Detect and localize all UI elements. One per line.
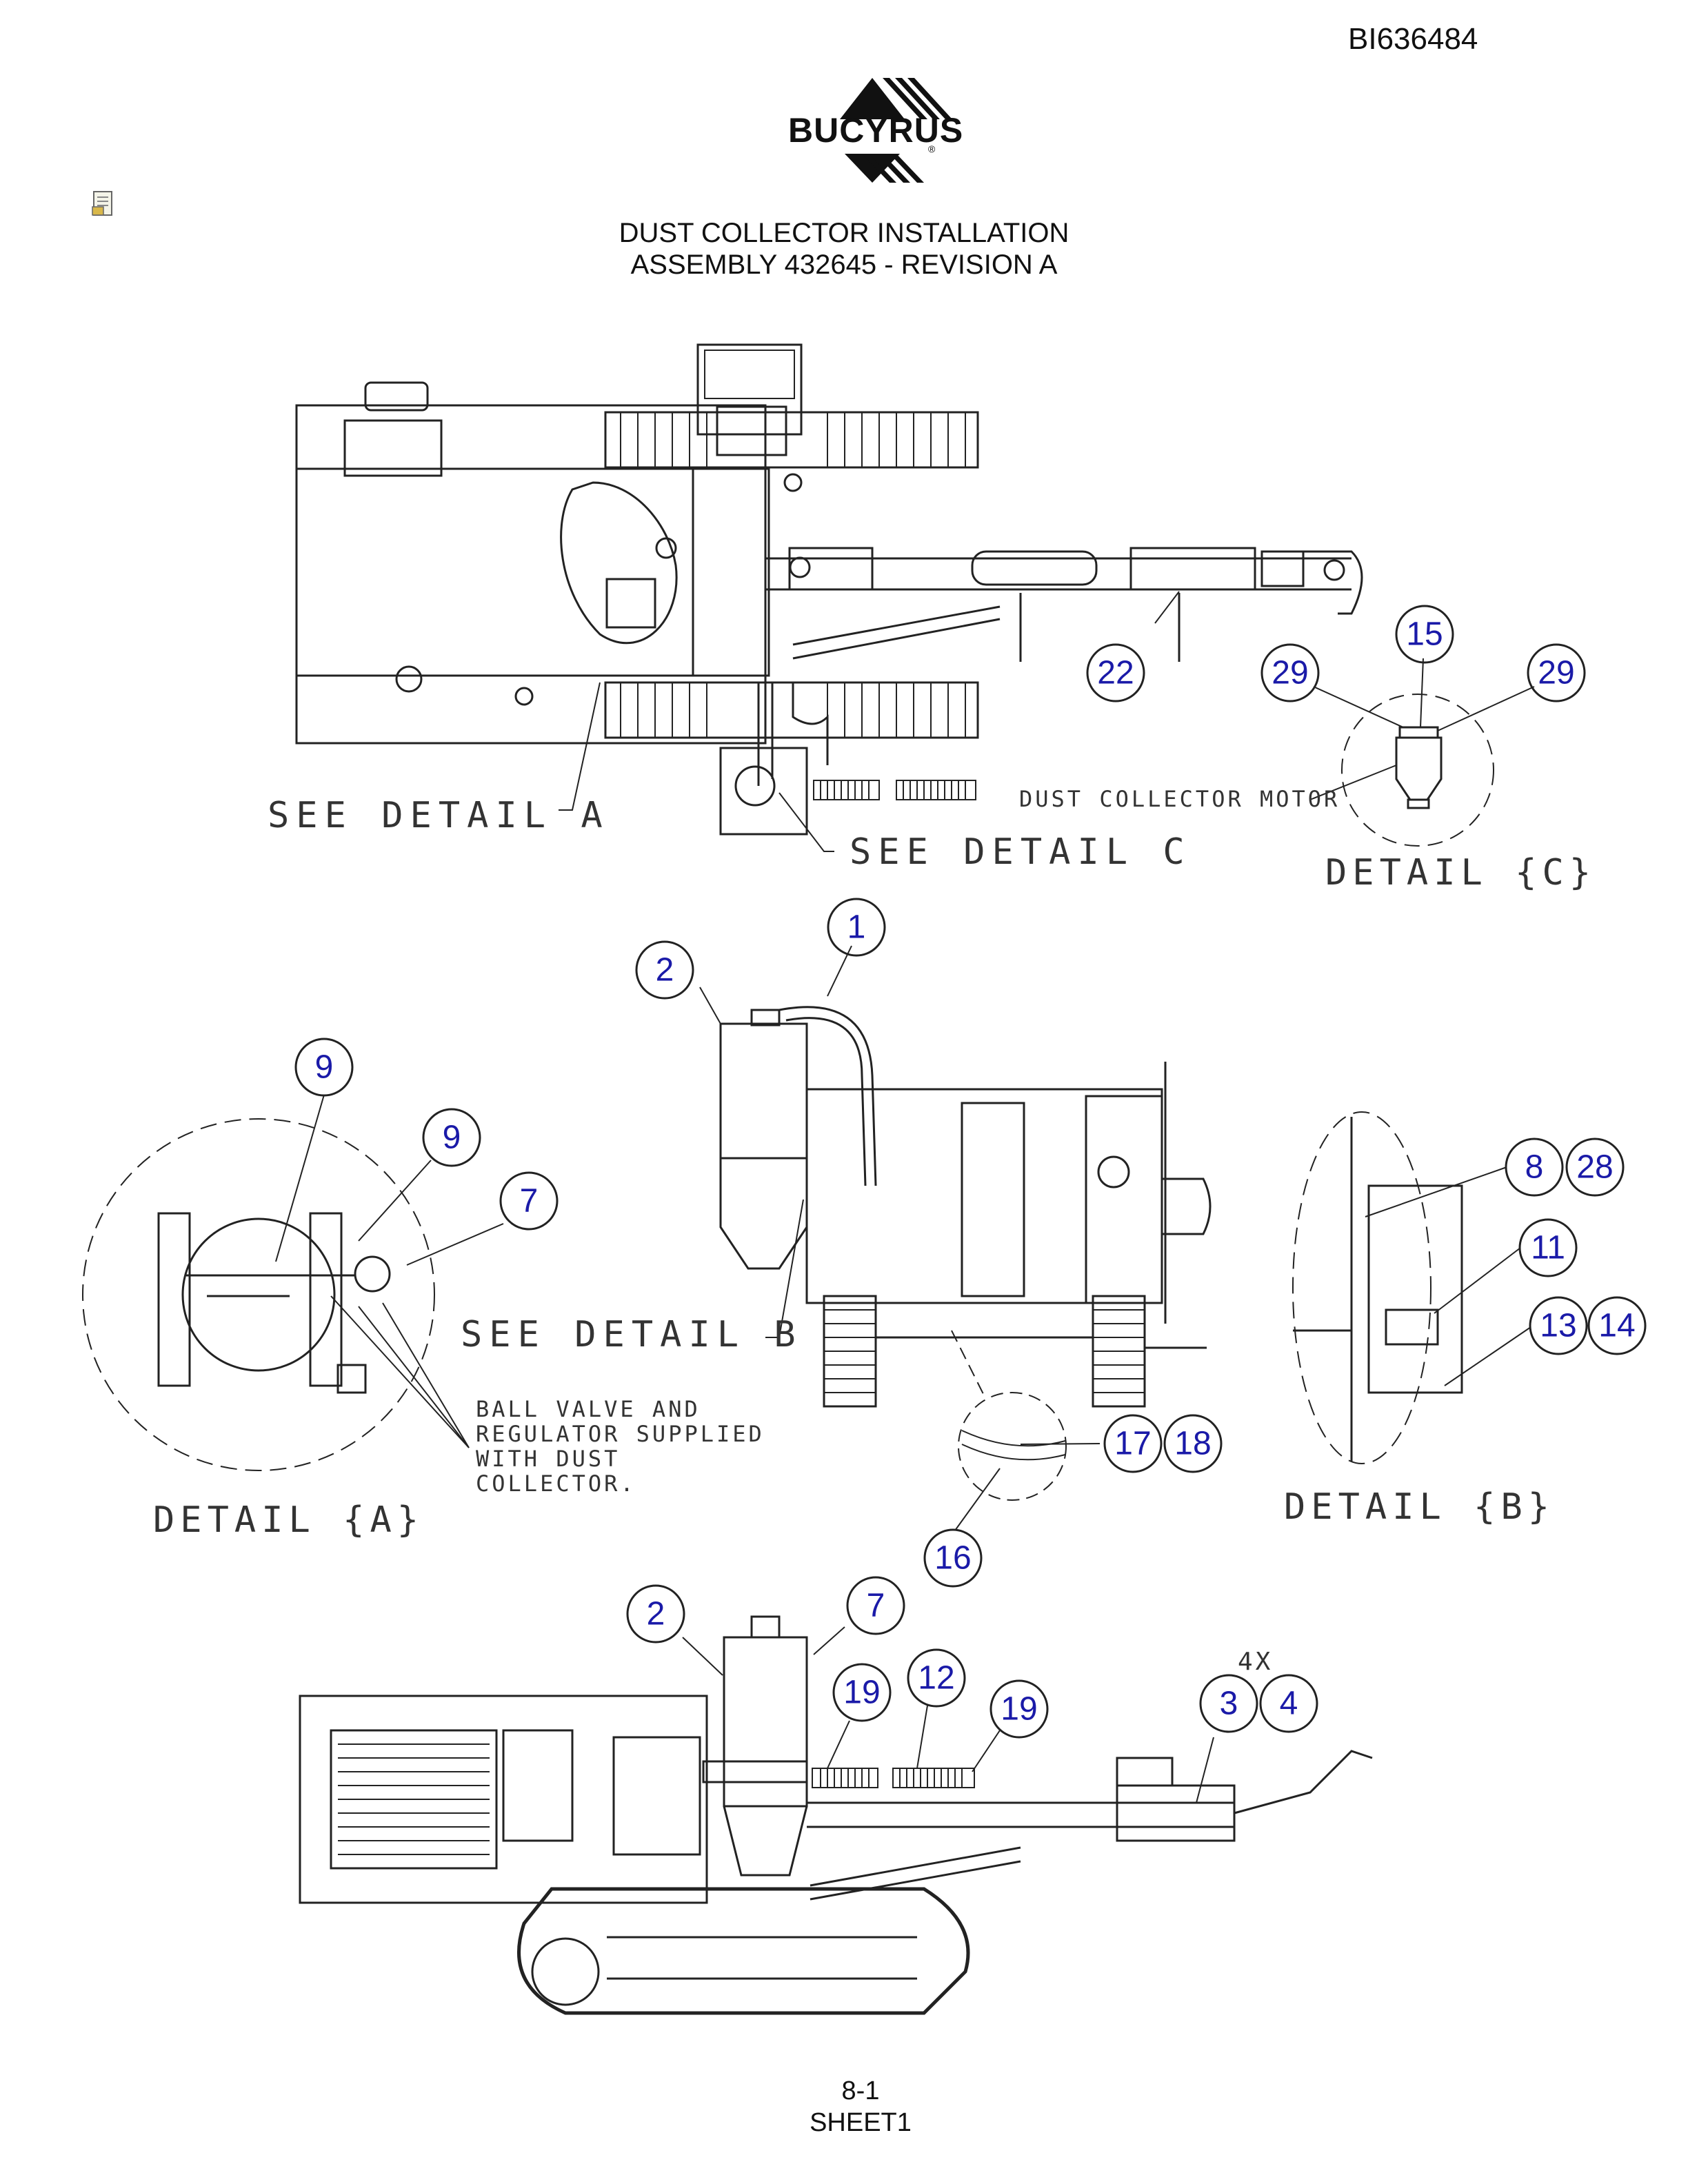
callout-22 xyxy=(1086,643,1145,702)
top-view xyxy=(295,343,1363,852)
callout-1-text: 1 xyxy=(847,909,866,946)
callout-9-a xyxy=(294,1038,354,1097)
callout-3-text: 3 xyxy=(1220,1686,1238,1722)
detail-a xyxy=(82,1118,470,1471)
detail-c xyxy=(1309,694,1494,847)
callout-2-b-text: 2 xyxy=(647,1596,665,1632)
callout-9-a-text: 9 xyxy=(315,1049,334,1086)
ball-valve-note-line-4: COLLECTOR. xyxy=(476,1470,636,1497)
brand-name: BUCYRUS xyxy=(788,111,964,150)
callout-4 xyxy=(1259,1674,1318,1733)
callout-12 xyxy=(907,1648,966,1708)
front-view xyxy=(719,1006,1212,1501)
registered-mark: ® xyxy=(928,143,936,154)
callout-29-a-text: 29 xyxy=(1272,655,1308,691)
callout-8-text: 8 xyxy=(1525,1149,1544,1186)
callout-22-text: 22 xyxy=(1097,655,1134,691)
callout-2-a xyxy=(635,940,694,1000)
document-icon[interactable] xyxy=(91,190,116,218)
detail-c-label: DETAIL {C} xyxy=(1325,852,1596,893)
callout-3 xyxy=(1199,1674,1258,1733)
callout-14-text: 14 xyxy=(1598,1308,1635,1344)
side-view xyxy=(299,1615,1373,2015)
callout-numbers: 22 29 15 29 2 1 9 9 7 8 28 11 13 14 17 1… xyxy=(315,616,1636,1728)
title-line-1: DUST COLLECTOR INSTALLATION xyxy=(619,218,1069,248)
callout-15-text: 15 xyxy=(1406,616,1443,653)
callout-7-a xyxy=(499,1171,559,1231)
callout-15 xyxy=(1395,605,1454,664)
callout-2-a-text: 2 xyxy=(656,952,674,989)
callout-13 xyxy=(1529,1296,1588,1355)
callout-17 xyxy=(1103,1414,1163,1473)
bucyrus-logo-icon xyxy=(840,78,952,183)
callout-12-text: 12 xyxy=(918,1660,954,1697)
see-detail-b-label: SEE DETAIL B xyxy=(461,1314,803,1355)
callout-1 xyxy=(827,898,886,957)
detail-b-label: DETAIL {B} xyxy=(1284,1486,1555,1528)
callout-14 xyxy=(1587,1296,1647,1355)
callout-28-text: 28 xyxy=(1576,1149,1613,1186)
drawing-title: DUST COLLECTOR INSTALLATION ASSEMBLY 432… xyxy=(0,217,1688,281)
callout-2-b xyxy=(626,1584,685,1644)
callout-4-text: 4 xyxy=(1280,1686,1298,1722)
callout-8 xyxy=(1505,1138,1564,1197)
callout-19-b xyxy=(989,1679,1049,1739)
callout-11-text: 11 xyxy=(1531,1230,1565,1266)
callout-7-a-text: 7 xyxy=(520,1183,539,1220)
callout-19-a xyxy=(832,1663,892,1722)
drawing-labels: SEE DETAIL A SEE DETAIL C SEE DETAIL B D… xyxy=(153,786,1596,1676)
page-footer: 8-1 SHEET1 xyxy=(0,2075,1688,2138)
callout-11 xyxy=(1518,1218,1578,1277)
callout-7-b-text: 7 xyxy=(867,1588,885,1624)
callout-13-text: 13 xyxy=(1540,1308,1576,1344)
detail-a-label: DETAIL {A} xyxy=(153,1499,424,1541)
callout-29-b-text: 29 xyxy=(1538,655,1574,691)
callout-16-text: 16 xyxy=(934,1540,971,1577)
sheet-label: SHEET1 xyxy=(810,2108,912,2137)
callout-19-b-text: 19 xyxy=(1001,1691,1037,1728)
callout-18-text: 18 xyxy=(1174,1426,1211,1462)
dust-collector-motor-label: DUST COLLECTOR MOTOR xyxy=(1019,786,1340,812)
ball-valve-note-line-2: REGULATOR SUPPLIED xyxy=(476,1421,765,1447)
detail-b xyxy=(1292,1111,1463,1464)
callout-18 xyxy=(1163,1414,1223,1473)
see-detail-a-label: SEE DETAIL A xyxy=(268,795,610,836)
callout-29-b xyxy=(1527,643,1586,702)
callout-7-b xyxy=(846,1576,905,1635)
title-line-2: ASSEMBLY 432645 - REVISION A xyxy=(630,250,1058,280)
leader-lines xyxy=(275,591,1535,1803)
callout-9-b-text: 9 xyxy=(443,1120,461,1156)
callout-16 xyxy=(923,1528,983,1588)
ball-valve-note-line-1: BALL VALVE AND xyxy=(476,1396,701,1422)
document-id: BI636484 xyxy=(1348,22,1478,56)
page-number: 8-1 xyxy=(841,2076,880,2105)
callouts xyxy=(294,605,1647,1739)
callout-29-a xyxy=(1260,643,1320,702)
callout-28 xyxy=(1565,1138,1625,1197)
quantity-4x-label: 4X xyxy=(1238,1648,1273,1676)
callout-17-text: 17 xyxy=(1114,1426,1151,1462)
ball-valve-note-line-3: WITH DUST xyxy=(476,1446,620,1472)
callout-19-a-text: 19 xyxy=(843,1675,880,1711)
callout-9-b xyxy=(422,1108,481,1167)
see-detail-c-label: SEE DETAIL C xyxy=(850,831,1192,873)
